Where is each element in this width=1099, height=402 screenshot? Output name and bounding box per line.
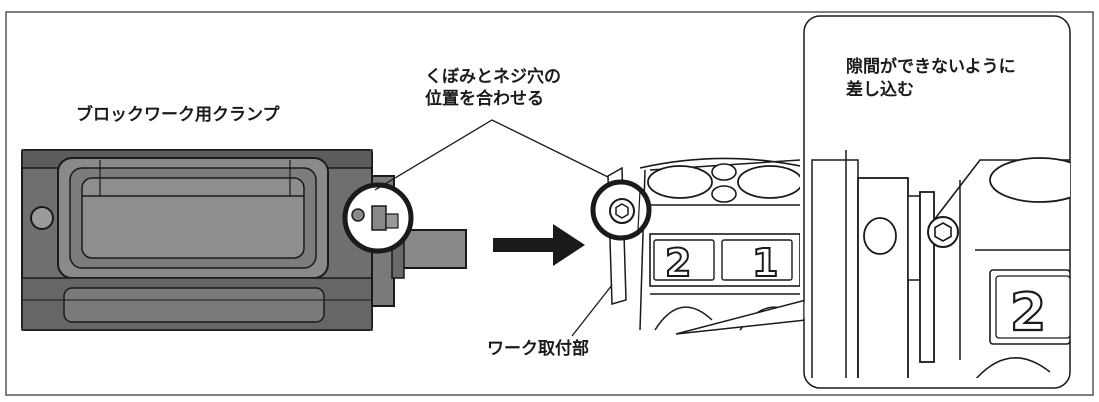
insert-arrow [493,224,585,266]
block-work-clamp [21,149,467,331]
slot-number-main-left: 2 [665,241,691,285]
detail-screw-icon [927,216,959,248]
align-instruction-line1: くぼみとネジ穴の [425,67,561,87]
work-mount-label: ワーク取付部 [487,339,589,359]
align-instruction-line2: 位置を合わせる [425,89,544,109]
hex-socket-screw-icon [609,198,635,224]
slot-number-main-right: 1 [752,241,778,285]
outer-frame [5,11,1094,396]
align-leader-line [374,119,611,191]
slot-number-detail: 2 [1010,283,1046,343]
clamp-name-label: ブロックワーク用クランプ [76,105,280,125]
work-mount-leader-line [571,284,613,337]
insert-instruction-line1: 隙間ができないように [846,57,1016,77]
work-mount-block [607,157,800,331]
insert-instruction-line2: 差し込む [846,80,914,100]
